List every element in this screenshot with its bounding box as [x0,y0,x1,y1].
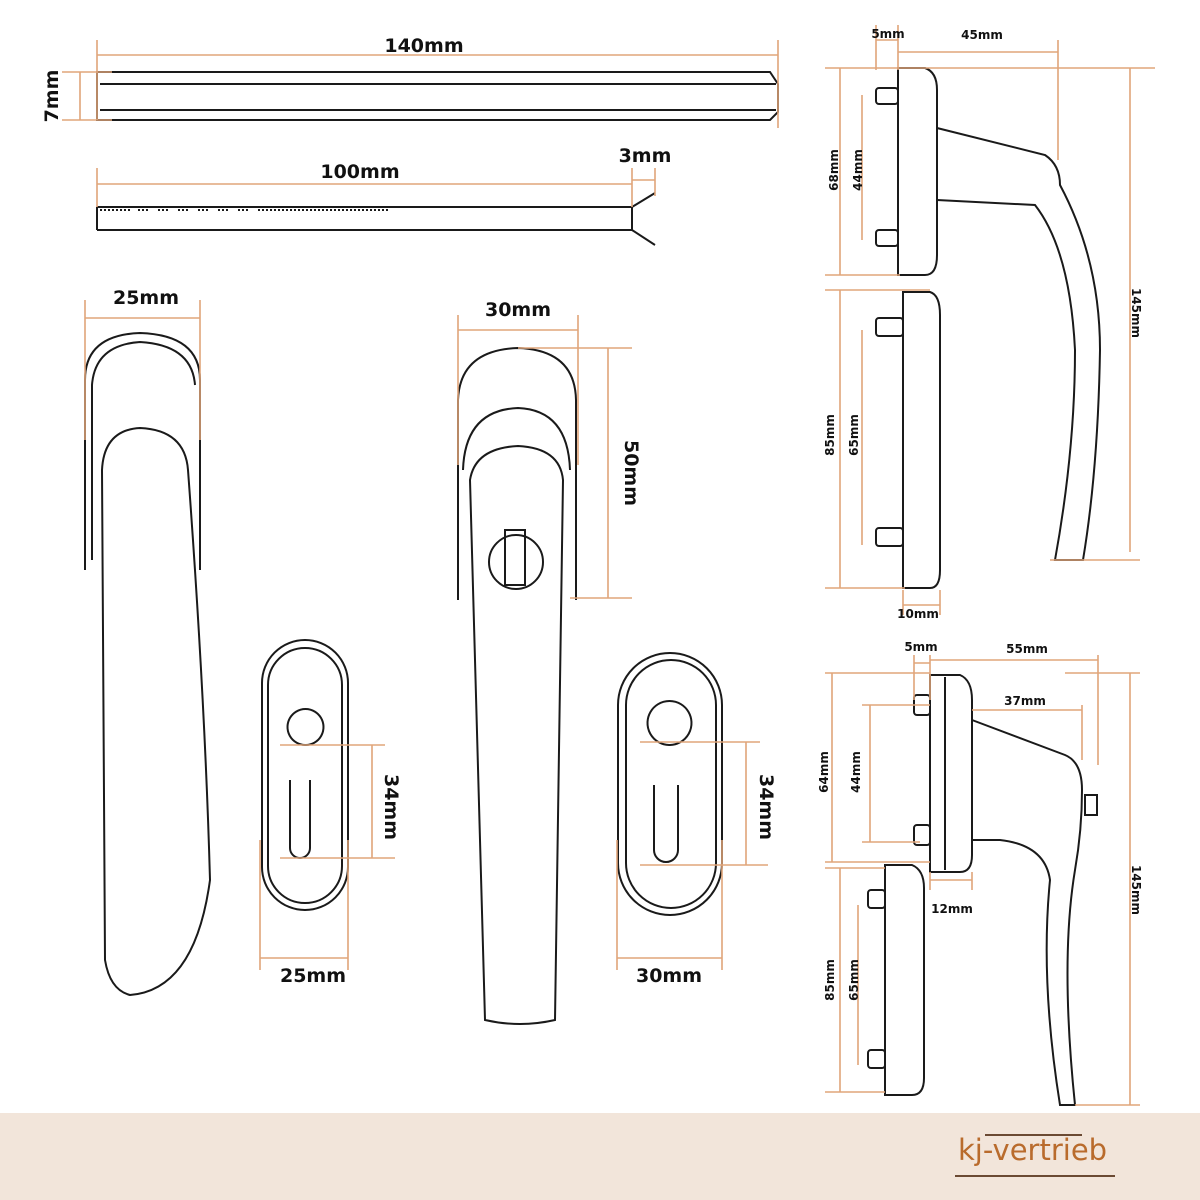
screw-head-label: 3mm [619,145,672,167]
handle-2-cap-height-label: 50mm [620,440,642,506]
side-1-base-gap-label: 5mm [871,27,904,41]
screw-drawing: 100mm 3mm [96,145,672,246]
handle-2-drawing: 30mm 50mm [457,299,642,1025]
handle-1-width-label: 25mm [113,287,179,309]
side-1-base-height-label: 68mm [827,149,841,191]
spindle-drawing: 140mm 7mm [41,35,779,128]
side-2-rosette-pin-spacing-label: 65mm [847,959,861,1001]
logo-underline [955,1175,1115,1177]
side-2-base-depth-label: 12mm [931,902,973,916]
side-view-1-drawing: 5mm 45mm 68mm 44mm 145mm 85mm 65mm 10mm [823,25,1155,621]
side-1-rosette-pin-spacing-label: 65mm [847,414,861,456]
side-2-pin-spacing-label: 44mm [849,751,863,793]
handle-1-drawing: 25mm [84,287,212,997]
side-2-total-height-label: 145mm [1129,865,1143,915]
side-1-total-height-label: 145mm [1129,288,1143,338]
rosette-1-keyhole-label: 34mm [380,774,402,840]
rosette-2-drawing: 34mm 30mm [616,652,777,987]
screw-length-label: 100mm [320,161,399,183]
spindle-width-label: 7mm [41,70,63,123]
side-view-2-drawing: 5mm 55mm 37mm 64mm 44mm 12mm 145mm 85mm … [817,640,1143,1106]
spindle-length-label: 140mm [384,35,463,57]
brand-logo: kj-vertrieb [958,1133,1108,1167]
rosette-1-width-label: 25mm [280,965,346,987]
rosette-2-keyhole-label: 34mm [755,774,777,840]
side-1-reach-label: 45mm [961,28,1003,42]
side-2-reach-label: 55mm [1006,642,1048,656]
side-2-rosette-height-label: 85mm [823,959,837,1001]
side-2-base-gap-label: 5mm [904,640,937,654]
handle-2-width-label: 30mm [485,299,551,321]
side-2-base-height-label: 64mm [817,751,831,793]
side-1-rosette-height-label: 85mm [823,414,837,456]
logo-overline [985,1134,1082,1136]
technical-drawing: 140mm 7mm 100mm 3mm 25mm 34mm 25mm 30mm … [41,25,1155,1106]
footer-bar [0,1113,1200,1200]
rosette-2-width-label: 30mm [636,965,702,987]
side-1-pin-spacing-label: 44mm [851,149,865,191]
side-2-lever-reach-label: 37mm [1004,694,1046,708]
side-1-rosette-depth-label: 10mm [897,607,939,621]
rosette-1-drawing: 34mm 25mm [259,639,402,987]
